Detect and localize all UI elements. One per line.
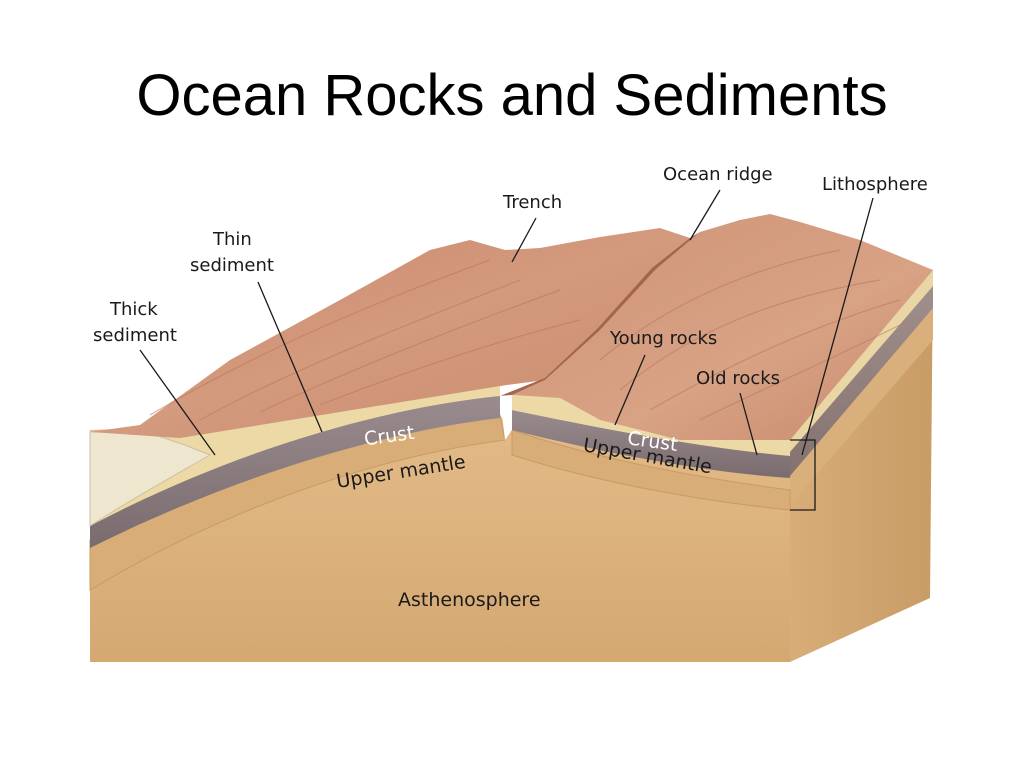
- left-crust: [90, 395, 500, 548]
- label-thick-sediment-line2: sediment: [93, 325, 177, 346]
- right-sediment: [512, 395, 790, 456]
- young-rocks-leader: [614, 354, 646, 426]
- old-rocks-leader: [739, 392, 758, 456]
- right-crust: [512, 410, 790, 478]
- label-thin-sediment-line2: sediment: [190, 255, 274, 276]
- label-thick-sediment-line1: Thick: [109, 299, 158, 320]
- ridge-rift: [500, 232, 700, 396]
- label-thin-sediment-line1: Thin: [212, 229, 252, 250]
- label-lithosphere: Lithosphere: [822, 174, 928, 195]
- thick-sediment-wedge: [89, 429, 212, 527]
- ridge-crack: [500, 395, 512, 440]
- label-young-rocks: Young rocks: [609, 328, 717, 349]
- label-old-rocks: Old rocks: [696, 368, 780, 389]
- side-crust-band: [790, 284, 933, 476]
- seafloor-texture: [149, 249, 911, 421]
- label-asthenosphere: Asthenosphere: [398, 589, 541, 611]
- thick-sediment-leader: [139, 349, 216, 456]
- side-sediment-band: [790, 270, 933, 452]
- left-seafloor-surface: [90, 228, 690, 438]
- thin-sediment-leader: [257, 281, 323, 433]
- right-seafloor-surface: [512, 214, 933, 440]
- ocean-ridge-leader: [689, 189, 721, 241]
- label-trench: Trench: [502, 192, 562, 213]
- label-ocean-ridge: Ocean ridge: [663, 164, 773, 185]
- slide-title: Ocean Rocks and Sediments: [136, 63, 888, 128]
- lithosphere-bracket: [790, 439, 816, 511]
- lithosphere-leader: [801, 197, 874, 456]
- trench-leader: [511, 217, 537, 263]
